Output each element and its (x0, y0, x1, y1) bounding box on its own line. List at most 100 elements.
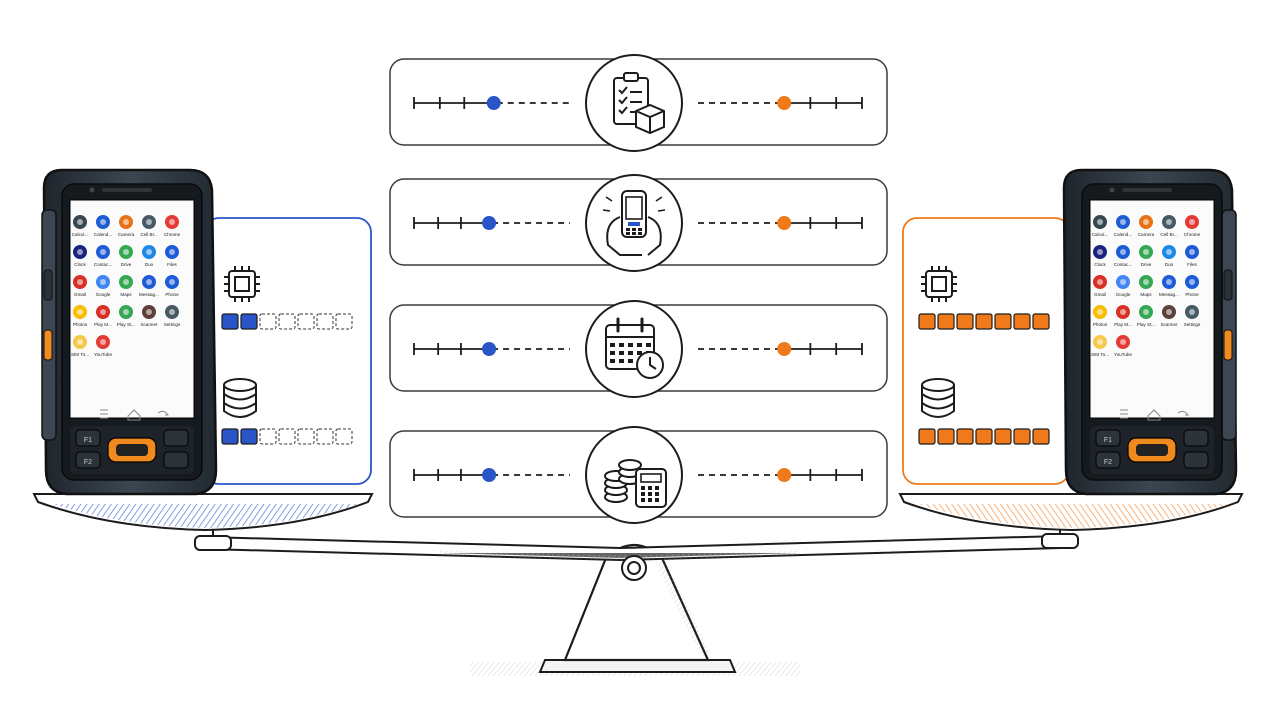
maps-app-icon[interactable]: Maps (119, 275, 133, 297)
app-label: Duo (1165, 262, 1174, 267)
settings-app-icon[interactable]: Settings (1184, 305, 1201, 327)
svg-text:F1: F1 (1104, 437, 1112, 444)
f2-key[interactable]: F2 (1095, 451, 1121, 469)
settings-app-icon[interactable]: Settings (164, 305, 181, 327)
app-label: Photos (73, 322, 88, 327)
left-level-dot (482, 468, 497, 482)
right-level-dot (777, 468, 792, 482)
left-spec-card (204, 217, 372, 485)
balance-scale-icon (32, 493, 1244, 676)
cell-broadcast-app-icon[interactable]: Cell Br... (1160, 215, 1178, 237)
left-scale-pan (32, 493, 374, 532)
app-label: SIM To... (1091, 352, 1109, 357)
level-cell-filled (975, 428, 993, 445)
gmail-app-icon[interactable]: Gmail (1093, 275, 1107, 297)
play-movies-app-icon[interactable]: Play M... (94, 305, 112, 327)
google-app-icon[interactable]: Google (96, 275, 111, 297)
camera-app-icon[interactable]: Camera (118, 215, 135, 237)
calculator-app-icon[interactable]: Calcul... (1092, 215, 1109, 237)
app-label: YouTube (1114, 352, 1132, 357)
sim-toolkit-app-icon[interactable]: SIM To... (71, 335, 89, 357)
clock-app-icon[interactable]: Clock (73, 245, 87, 267)
scanner-app-icon[interactable]: Scanner (140, 305, 158, 327)
files-app-icon[interactable]: Files (165, 245, 179, 267)
level-cell-filled (956, 313, 974, 330)
app-label: Maps (1140, 292, 1152, 297)
app-label: Chrome (164, 232, 181, 237)
app-label: Camera (118, 232, 135, 237)
comparison-row (389, 54, 888, 152)
svg-text:F2: F2 (84, 459, 92, 466)
app-label: Phone (1185, 292, 1199, 297)
drive-app-icon[interactable]: Drive (119, 245, 133, 267)
app-label: Calend... (1114, 232, 1132, 237)
right-cpu-level-bar (918, 313, 1050, 330)
phone-app-icon[interactable]: Phone (1185, 275, 1199, 297)
scanner-app-icon[interactable]: Scanner (1160, 305, 1178, 327)
level-cell-empty (278, 313, 296, 330)
left-rugged-handheld: Calcul... Calend... Camera Cell Br... Chrome… (41, 168, 218, 496)
level-cell-filled (937, 313, 955, 330)
app-label: Cell Br... (1160, 232, 1177, 237)
camera-app-icon[interactable]: Camera (1138, 215, 1155, 237)
coins-calculator-icon (585, 426, 683, 524)
chrome-app-icon[interactable]: Chrome (1184, 215, 1201, 237)
contacts-app-icon[interactable]: Contac... (1114, 245, 1132, 267)
drive-app-icon[interactable]: Drive (1139, 245, 1153, 267)
right-level-dot (777, 342, 792, 356)
contacts-app-icon[interactable]: Contac... (94, 245, 112, 267)
photos-app-icon[interactable]: Photos (1093, 305, 1108, 327)
calendar-clock-icon (585, 300, 683, 398)
left-storage-level-bar (221, 428, 353, 445)
level-cell-empty (316, 428, 334, 445)
calculator-app-icon[interactable]: Calcul... (72, 215, 89, 237)
google-app-icon[interactable]: Google (1116, 275, 1131, 297)
level-cell-filled (221, 428, 239, 445)
play-store-app-icon[interactable]: Play St... (1137, 305, 1155, 327)
play-store-app-icon[interactable]: Play St... (117, 305, 135, 327)
app-label: Duo (145, 262, 154, 267)
files-app-icon[interactable]: Files (1185, 245, 1199, 267)
app-label: Maps (120, 292, 132, 297)
level-cell-filled (1013, 313, 1031, 330)
app-label: Scanner (1160, 322, 1178, 327)
duo-app-icon[interactable]: Duo (142, 245, 156, 267)
photos-app-icon[interactable]: Photos (73, 305, 88, 327)
volume-key[interactable] (1183, 451, 1209, 469)
f2-key[interactable]: F2 (75, 451, 101, 469)
duo-app-icon[interactable]: Duo (1162, 245, 1176, 267)
app-label: Calend... (94, 232, 112, 237)
youtube-app-icon[interactable]: YouTube (94, 335, 112, 357)
youtube-app-icon[interactable]: YouTube (1114, 335, 1132, 357)
enter-key[interactable] (163, 429, 189, 447)
left-level-dot (482, 342, 497, 356)
calendar-app-icon[interactable]: Calend... (1114, 215, 1132, 237)
app-label: Settings (164, 322, 181, 327)
sim-toolkit-app-icon[interactable]: SIM To... (1091, 335, 1109, 357)
cell-broadcast-app-icon[interactable]: Cell Br... (140, 215, 158, 237)
calendar-app-icon[interactable]: Calend... (94, 215, 112, 237)
gmail-app-icon[interactable]: Gmail (73, 275, 87, 297)
comparison-rows (389, 54, 888, 524)
level-cell-empty (259, 428, 277, 445)
chrome-app-icon[interactable]: Chrome (164, 215, 181, 237)
scan-trigger-button[interactable] (1127, 437, 1177, 463)
clock-app-icon[interactable]: Clock (1093, 245, 1107, 267)
enter-key[interactable] (1183, 429, 1209, 447)
messages-app-icon[interactable]: Messag... (139, 275, 159, 297)
app-label: Cell Br... (140, 232, 157, 237)
left-level-dot (482, 216, 497, 230)
scan-trigger-button[interactable] (107, 437, 157, 463)
messages-app-icon[interactable]: Messag... (1159, 275, 1179, 297)
volume-key[interactable] (163, 451, 189, 469)
phone-app-icon[interactable]: Phone (165, 275, 179, 297)
play-movies-app-icon[interactable]: Play M... (1114, 305, 1132, 327)
f1-key[interactable]: F1 (1095, 429, 1121, 447)
f1-key[interactable]: F1 (75, 429, 101, 447)
maps-app-icon[interactable]: Maps (1139, 275, 1153, 297)
app-label: Messag... (139, 292, 159, 297)
